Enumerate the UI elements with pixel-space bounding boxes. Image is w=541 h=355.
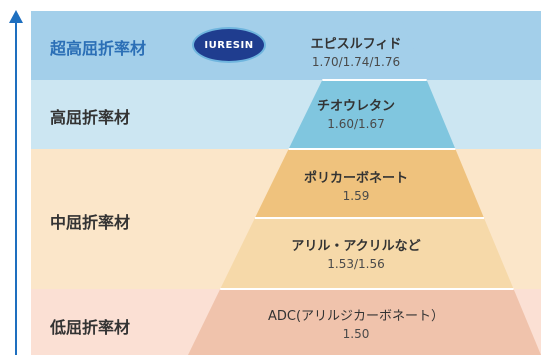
pyramid-layer-thiourethane bbox=[288, 80, 456, 149]
tier-label-mid: 中屈折率材 bbox=[50, 213, 131, 232]
material-name: エピスルフィド bbox=[310, 37, 402, 52]
material-allyl-acrylic: アリル・アクリルなど 1.53/1.56 bbox=[246, 238, 466, 273]
tier-label-low: 低屈折率材 bbox=[50, 318, 131, 337]
material-episulfide: エピスルフィド 1.70/1.74/1.76 bbox=[296, 36, 416, 71]
material-index: 1.50 bbox=[342, 327, 370, 341]
refractive-index-axis-line bbox=[15, 22, 17, 355]
pyramid-layer-adc bbox=[188, 289, 541, 355]
pyramid-layer-episulfide bbox=[322, 11, 427, 80]
logo-text: IURESIN bbox=[204, 39, 254, 51]
material-adc: ADC(アリルジカーボネート） 1.50 bbox=[231, 308, 481, 343]
material-index: 1.59 bbox=[342, 189, 370, 203]
tier-band-ultra-high bbox=[31, 11, 541, 80]
material-index: 1.53/1.56 bbox=[327, 257, 385, 271]
tier-label-ultra-high: 超高屈折率材 bbox=[50, 39, 147, 58]
axis-arrow-up-icon bbox=[9, 10, 23, 23]
material-index: 1.60/1.67 bbox=[327, 117, 385, 131]
material-name: チオウレタン bbox=[316, 99, 395, 114]
material-index: 1.70/1.74/1.76 bbox=[311, 55, 401, 69]
material-name: ポリカーボネート bbox=[303, 171, 408, 186]
tier-band-high bbox=[31, 80, 541, 149]
material-name: アリル・アクリルなど bbox=[291, 239, 421, 254]
pyramid-layer-allyl-acrylic bbox=[220, 218, 514, 289]
tier-label-high: 高屈折率材 bbox=[50, 108, 131, 127]
iuresin-logo: IURESIN bbox=[192, 27, 266, 63]
material-name: ADC(アリルジカーボネート） bbox=[267, 309, 445, 324]
material-thiourethane: チオウレタン 1.60/1.67 bbox=[296, 98, 416, 133]
pyramid-layer-polycarbonate bbox=[254, 149, 484, 218]
material-polycarbonate: ポリカーボネート 1.59 bbox=[256, 170, 456, 205]
